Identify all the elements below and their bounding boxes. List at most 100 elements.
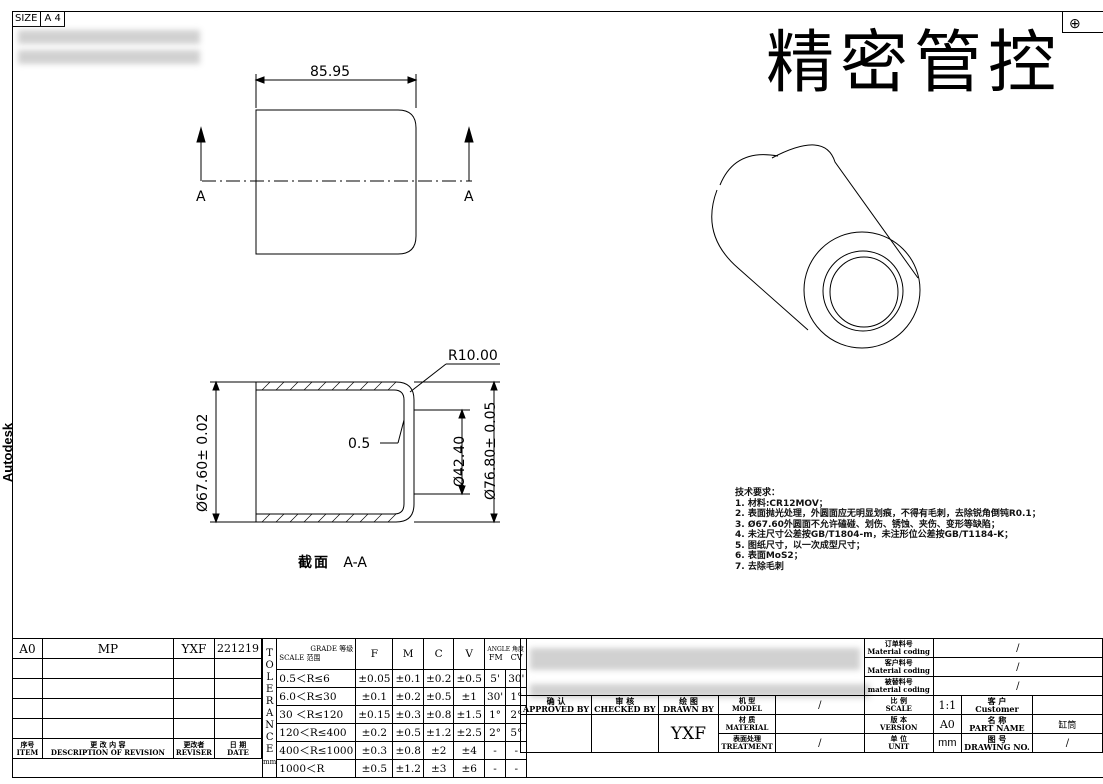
order-code-value: / xyxy=(932,638,1103,658)
technical-notes: 技术要求： 1. 材料:CR12MOV； 2. 表面抛光处理，外圆面应无明显划痕… xyxy=(735,488,1041,572)
tol-range: 30 ＜R≤120 xyxy=(276,705,357,724)
note-line: 2. 表面抛光处理，外圆面应无明显划痕，不得有毛刺，去除锐角倒钝R0.1； xyxy=(735,509,1041,519)
section-name: A-A xyxy=(343,555,367,571)
tol-cell: ±1.2 xyxy=(422,723,455,742)
treatment-value: / xyxy=(774,733,865,753)
tol-cell: ±0.5 xyxy=(355,759,394,778)
grade-m: M xyxy=(392,638,424,670)
tol-cell: ±2.5 xyxy=(453,723,485,742)
unit-value: mm xyxy=(932,733,963,753)
tol-cell: ±0.15 xyxy=(355,705,394,724)
mid-dia-dim: Ø67.60± 0.02 xyxy=(195,414,211,512)
section-view xyxy=(210,363,500,524)
rev-zone: A0 xyxy=(12,638,43,659)
rev-reviser: YXF xyxy=(172,638,215,659)
drawingno-value: / xyxy=(1031,733,1103,753)
tol-range: 6.0＜R≤30 xyxy=(276,687,357,706)
tol-cell: ±0.3 xyxy=(392,705,424,724)
tol-range: 0.5＜R≤6 xyxy=(276,669,357,688)
tol-cell: ±0.5 xyxy=(453,669,485,688)
grade-v: V xyxy=(453,638,485,670)
tol-cell: ±1.5 xyxy=(453,705,485,724)
cust-code-value: / xyxy=(932,657,1103,677)
tol-angle: - xyxy=(483,759,507,778)
tol-cell: ±0.2 xyxy=(355,723,394,742)
tol-cell: ±0.1 xyxy=(355,687,394,706)
radius-dim: R10.00 xyxy=(448,348,498,364)
blurred-note-2 xyxy=(18,50,200,64)
section-mark-left: A xyxy=(196,189,206,205)
tol-cell: ±0.5 xyxy=(422,687,455,706)
tol-range: 400＜R≤1000 xyxy=(276,741,357,760)
tol-cell: ±0.8 xyxy=(422,705,455,724)
tol-cell: ±0.3 xyxy=(355,741,394,760)
model-value: / xyxy=(774,695,865,715)
tol-cell: ±0.05 xyxy=(355,669,394,688)
grade-c: C xyxy=(422,638,455,670)
drawing-title: 精密管控 xyxy=(766,24,1063,103)
partname-value: 缸筒 xyxy=(1031,714,1103,734)
grade-f: F xyxy=(355,638,394,670)
section-mark-right: A xyxy=(464,189,474,205)
note-line: 6. 表面MoS2； xyxy=(735,551,803,561)
rev-date: 221219 xyxy=(213,638,263,659)
tol-angle: 2° xyxy=(483,723,507,742)
rev-desc: MP xyxy=(41,638,174,659)
note-line: 4. 未注尺寸公差按GB/T1804-m，未注形位公差按GB/T1184-K； xyxy=(735,530,1014,540)
tol-cell: ±0.1 xyxy=(392,669,424,688)
tol-cell: ±0.5 xyxy=(392,723,424,742)
inner-dia-dim: Ø42.40 xyxy=(452,436,468,487)
note-line: 7. 去除毛刺 xyxy=(735,561,784,572)
length-dim: 85.95 xyxy=(310,64,350,80)
drawn-value: YXF xyxy=(657,714,720,753)
projection-symbol-icon: ⊕ xyxy=(1062,11,1103,33)
drawing-frame xyxy=(12,11,1103,778)
tol-cell: ±0.2 xyxy=(392,687,424,706)
note-line: 5. 图纸尺寸，以一次成型尺寸； xyxy=(735,540,865,551)
tol-angle: 30' xyxy=(483,687,507,706)
tol-cell: ±4 xyxy=(453,741,485,760)
tol-cell: ±0.2 xyxy=(422,669,455,688)
tol-angle: - xyxy=(483,741,507,760)
tol-range: 120＜R≤400 xyxy=(276,723,357,742)
tol-cell: ±6 xyxy=(453,759,485,778)
tol-cell: ±1.2 xyxy=(392,759,424,778)
outer-dia-dim: Ø76.80± 0.05 xyxy=(483,402,499,500)
size-label: SIZE xyxy=(12,11,42,27)
scale-value: 1:1 xyxy=(932,695,963,715)
note-line: 3. Ø67.60外圆面不允许磕碰、划伤、锈蚀、夹伤、变形等缺陷； xyxy=(735,519,1000,530)
tol-cell: ±3 xyxy=(422,759,455,778)
tol-angle: 5' xyxy=(483,669,507,688)
section-word: 截面 xyxy=(298,555,330,571)
tol-angle: - xyxy=(505,759,528,778)
tol-range: 1000＜R xyxy=(276,759,357,778)
repl-code-value: / xyxy=(932,676,1103,696)
section-label: 截面 A-A xyxy=(298,552,367,572)
tol-angle: 1° xyxy=(483,705,507,724)
size-value: A 4 xyxy=(41,11,65,27)
blurred-note-1 xyxy=(18,30,200,44)
note-line: 技术要求： xyxy=(735,488,781,498)
note-line: 1. 材料:CR12MOV； xyxy=(735,498,828,509)
tol-cell: ±1 xyxy=(453,687,485,706)
